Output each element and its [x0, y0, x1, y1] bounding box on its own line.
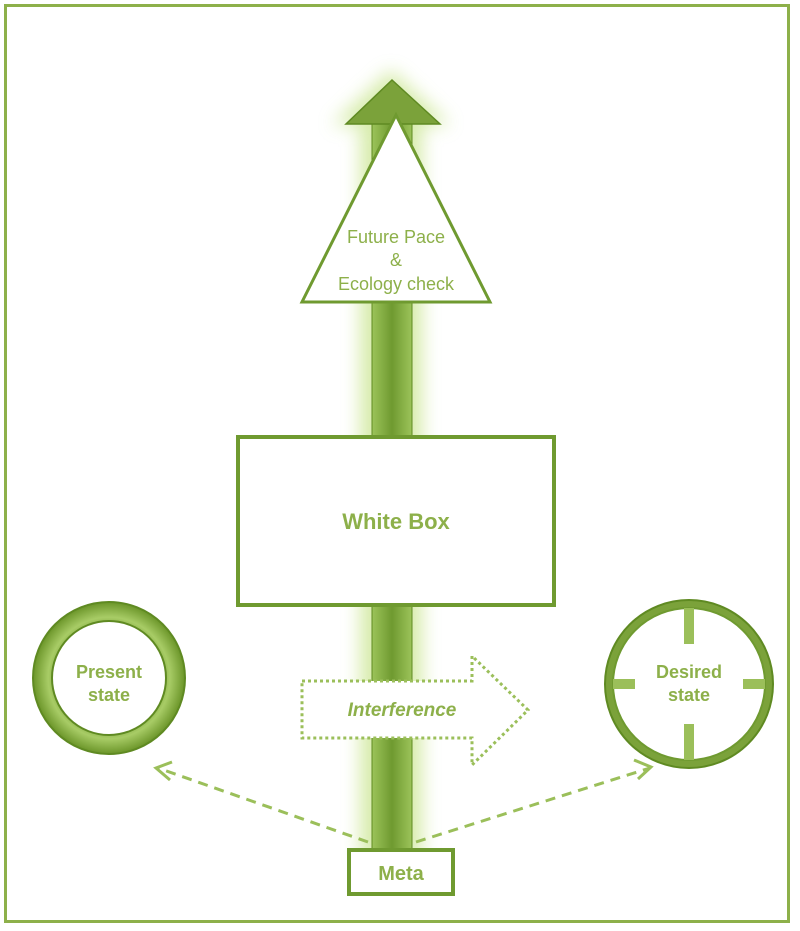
interference-arrow: [300, 652, 531, 769]
desired-state-line1: Desired: [655, 662, 723, 682]
desired-state-line2: state: [667, 685, 711, 706]
arrow-to-desired-state: [415, 766, 651, 844]
white-box-label: White Box: [342, 509, 450, 534]
meta-label: Meta: [378, 863, 424, 885]
outer-frame: [4, 4, 790, 923]
dashed-arrows: [157, 766, 651, 844]
future-pace-label: Future Pace & Ecology check: [310, 226, 482, 296]
future-pace-triangle: [299, 111, 493, 304]
present-state-line2: state: [87, 685, 131, 706]
arrow-to-present-state: [157, 766, 369, 844]
desired-state-label: Desired state: [639, 661, 739, 708]
future-pace-line1: Future Pace: [346, 227, 446, 247]
dashed-arrowheads: [153, 758, 654, 782]
future-pace-line2: &: [389, 250, 402, 271]
future-pace-line3: Ecology check: [337, 273, 455, 294]
present-state-line1: Present: [75, 662, 143, 682]
present-state-ring: [32, 601, 186, 755]
desired-state-target: [604, 599, 774, 769]
present-state-label: Present state: [59, 661, 159, 708]
interference-label: Interference: [347, 700, 457, 721]
white-box-rect: [236, 435, 556, 607]
meta-box: [347, 848, 455, 896]
